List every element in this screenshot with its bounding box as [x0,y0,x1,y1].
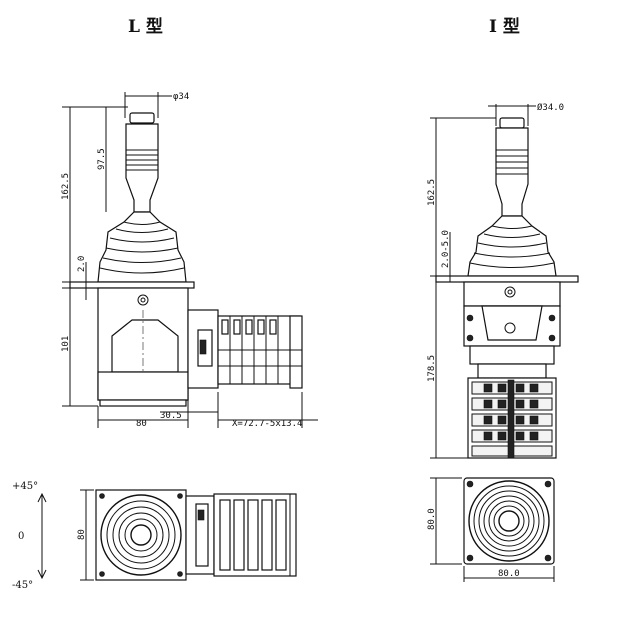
i-handle [495,117,529,217]
l-top-side: 80 [77,529,87,540]
i-angle-range: 2.0-5.0 [441,230,451,268]
angle-plus: +45° [12,481,38,492]
l-handle [125,112,159,213]
l-type-title: L 型 [128,16,163,37]
l-switch-length: X=72.7-5x13.4 [232,419,302,429]
i-base-width: 80.0 [498,569,520,579]
l-type-front-view: φ34 [61,92,318,429]
l-offset: 30.5 [160,411,182,421]
i-body-height: 178.5 [427,355,437,382]
i-switch-stack [471,379,553,459]
angle-indicator: +45° 0 -45° [12,481,47,591]
i-total-height: 162.5 [427,179,437,206]
i-type-title: I 型 [489,16,520,37]
l-body [97,287,189,407]
angle-minus: -45° [12,580,33,591]
l-mount-plate [69,281,195,289]
l-handle-length: 97.5 [97,148,107,170]
l-angle-range: 2.0 [77,256,87,272]
i-type-top-view: 80.0 80.0 [427,477,555,582]
l-body-height: 101 [61,336,71,352]
l-body-width: 80 [136,419,147,429]
angle-zero: 0 [18,531,24,542]
i-bellows [467,215,557,277]
l-total-height: 162.5 [61,173,71,200]
l-bellows [97,211,187,283]
i-type-front-view: Ø34.0 [427,102,579,459]
i-mount-plate [435,275,579,283]
l-handle-diameter: φ34 [173,92,189,102]
i-base-height: 80.0 [427,508,437,530]
l-switch-module [187,309,303,389]
l-type-top-view: 80 [77,489,297,581]
i-handle-diameter: Ø34.0 [537,102,564,113]
